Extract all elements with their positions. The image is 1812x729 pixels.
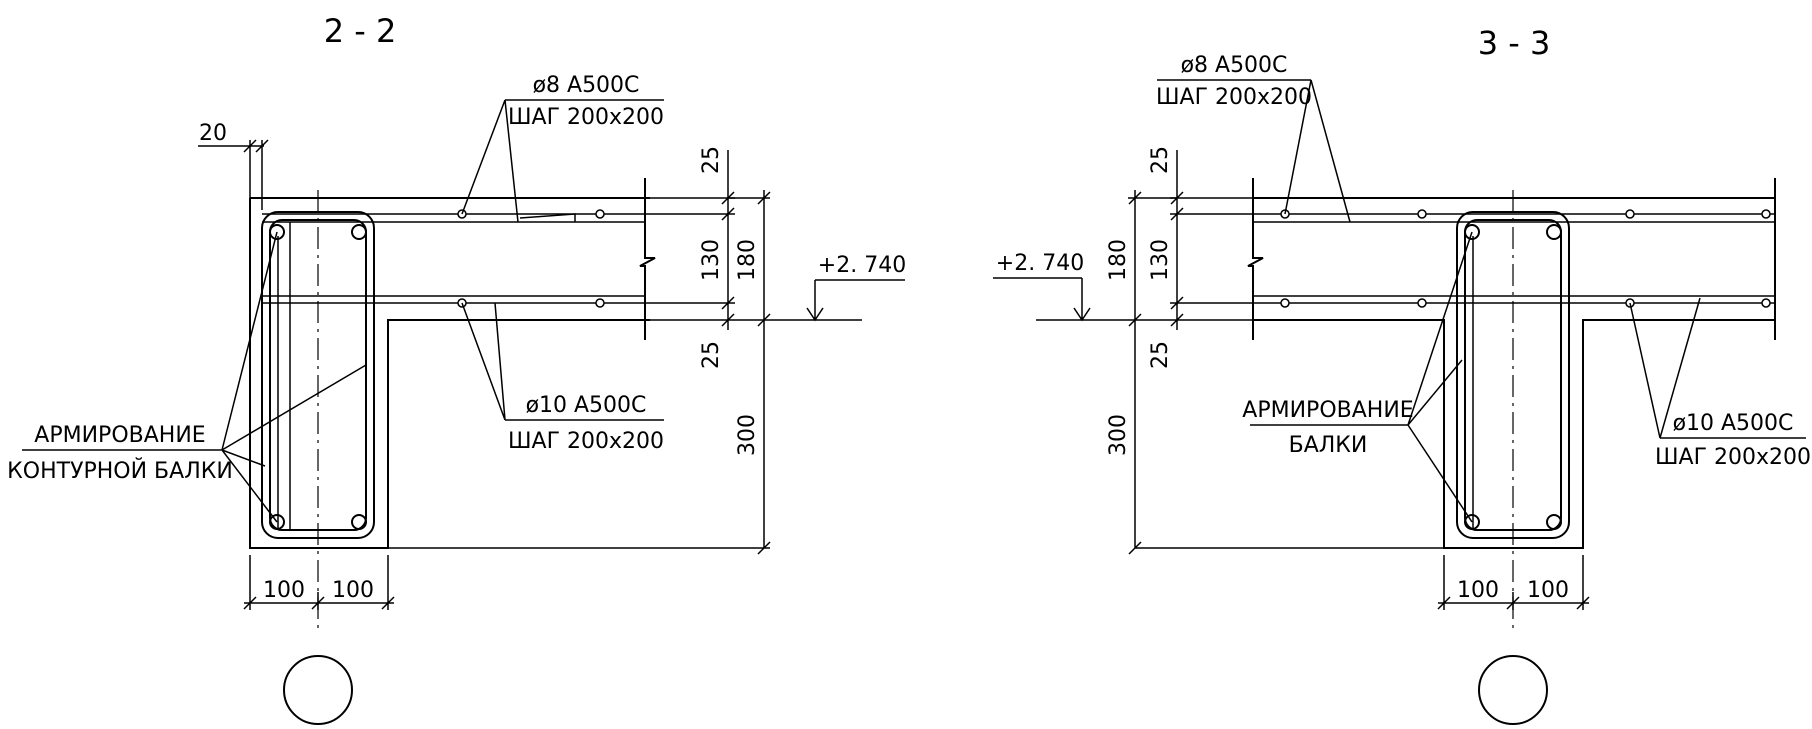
- bottom-rebar-label: ø10 А500С: [1673, 411, 1794, 436]
- section-3-3: 3 - 3 ø8 А500С ШАГ 200х200 ø10 А500С ШАГ…: [993, 24, 1811, 725]
- bottom-rebar-line: [262, 295, 645, 304]
- concrete-outline: [249, 197, 650, 549]
- beam-note-title: АРМИРОВАНИЕ: [1242, 398, 1413, 423]
- dim-width-right: 100: [332, 578, 374, 603]
- break-line: [639, 178, 656, 340]
- bottom-rebar-label: ø10 А500С: [526, 393, 647, 418]
- axis-bubble: [1478, 655, 1548, 725]
- break-line-left: [1247, 178, 1264, 340]
- rebar-dot: [269, 514, 285, 530]
- dim-top-cover: 25: [1148, 146, 1173, 174]
- beam-note-subtitle: КОНТУРНОЙ БАЛКИ: [7, 458, 233, 484]
- dim-beam: 300: [735, 414, 760, 456]
- top-rebar-label: ø8 А500С: [1181, 53, 1288, 78]
- bottom-rebar-spacing: ШАГ 200х200: [508, 429, 664, 454]
- dim-width-left: 100: [1457, 578, 1499, 603]
- top-rebar-spacing: ШАГ 200х200: [508, 105, 664, 130]
- top-rebar-spacing: ШАГ 200х200: [1156, 85, 1312, 110]
- top-rebar-label: ø8 А500С: [533, 73, 640, 98]
- elevation-mark: +2. 740: [818, 253, 906, 278]
- dim-mid: 130: [699, 239, 724, 281]
- dim-width-left: 100: [263, 578, 305, 603]
- dim-mid: 130: [1148, 239, 1173, 281]
- concrete-outline: [1253, 197, 1775, 549]
- dim-beam: 300: [1106, 414, 1131, 456]
- dim-bottom-cover: 25: [699, 341, 724, 369]
- dim-bottom-cover: 25: [1148, 341, 1173, 369]
- section-2-2: 2 - 2 ø8 А500С ШАГ 200х200 ø10 А500С: [7, 12, 906, 725]
- rebar-dot: [269, 224, 285, 240]
- dim-slab: 180: [735, 239, 760, 281]
- section-title: 3 - 3: [1478, 24, 1551, 62]
- axis-bubble: [283, 655, 353, 725]
- dim-width-right: 100: [1527, 578, 1569, 603]
- beam-note-subtitle: БАЛКИ: [1289, 433, 1368, 458]
- dim-top-cover: 25: [699, 146, 724, 174]
- bottom-rebar-spacing: ШАГ 200х200: [1655, 445, 1811, 470]
- section-title: 2 - 2: [324, 12, 397, 50]
- rebar-dot: [351, 224, 367, 240]
- dim-cover: 20: [199, 121, 227, 146]
- dim-slab: 180: [1106, 239, 1131, 281]
- top-rebar-line: [262, 213, 645, 223]
- elevation-mark: +2. 740: [996, 251, 1084, 276]
- beam-note-title: АРМИРОВАНИЕ: [34, 423, 205, 448]
- rebar-dot: [351, 514, 367, 530]
